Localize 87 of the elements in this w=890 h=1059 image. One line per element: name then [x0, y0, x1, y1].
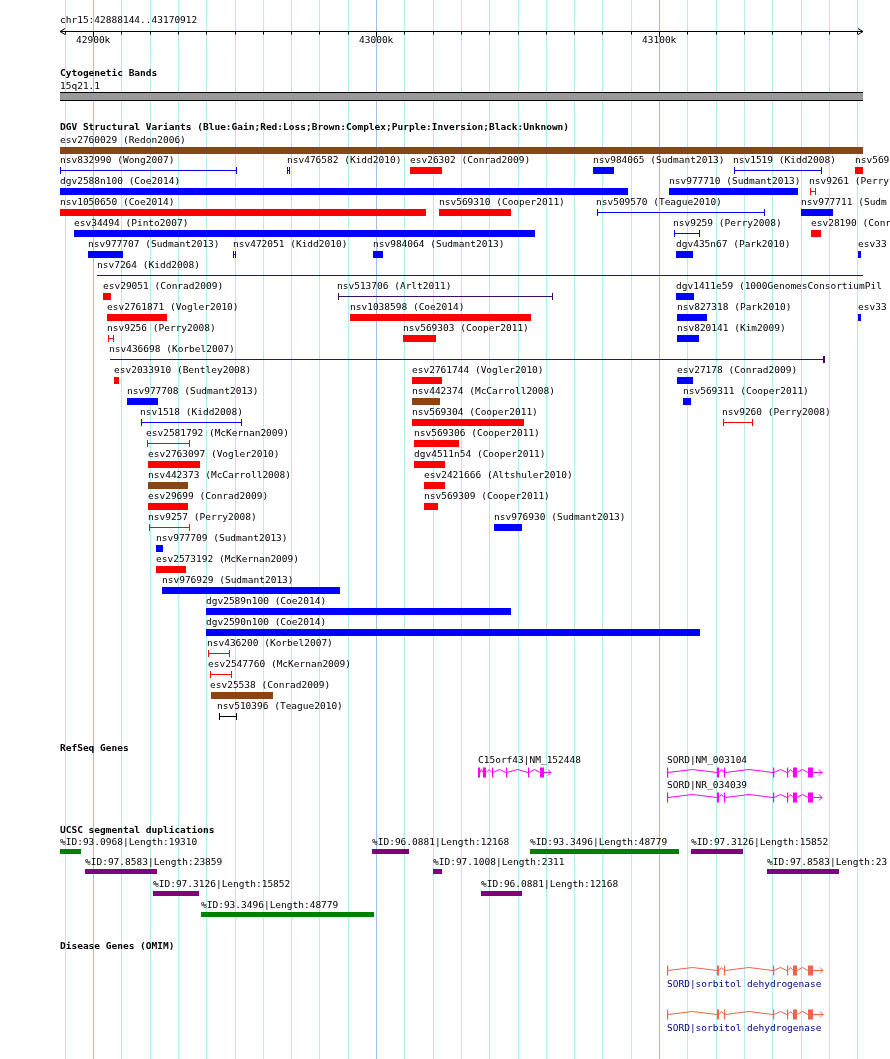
- gene-label: SORD|NM_003104: [667, 754, 748, 766]
- feature-label: nsv1038598 (Coe2014): [350, 301, 465, 313]
- feature-label: esv27178 (Conrad2009): [677, 364, 798, 376]
- feature-label: dgv2589n100 (Coe2014): [206, 595, 327, 607]
- feature-label: dgv4511n54 (Cooper2011): [414, 448, 546, 460]
- feature-label: esv2761744 (Vogler2010): [412, 364, 544, 376]
- feature-label: nsv436200 (Korbel2007): [207, 637, 333, 649]
- track-heading: UCSC segmental duplications: [60, 824, 215, 836]
- feature-label: esv2760029 (Redon2006): [60, 134, 186, 146]
- feature-label: nsv977707 (Sudmant2013): [88, 238, 220, 250]
- feature-label: nsv569309 (Cooper2011): [424, 490, 550, 502]
- feature-label: %ID:97.3126|Length:15852: [153, 878, 291, 890]
- feature-label: %ID:97.8583|Length:23859: [85, 856, 223, 868]
- feature-label: esv33: [858, 238, 887, 250]
- feature-label: nsv569304 (Cooper2011): [412, 406, 538, 418]
- gene-label: SORD|NR_034039: [667, 779, 748, 791]
- feature-label: nsv827318 (Park2010): [677, 301, 792, 313]
- feature-label: nsv513706 (Arlt2011): [337, 280, 452, 292]
- feature-label: nsv976930 (Sudmant2013): [494, 511, 626, 523]
- feature-label: nsv984064 (Sudmant2013): [373, 238, 505, 250]
- feature-label: nsv510396 (Teague2010): [217, 700, 343, 712]
- feature-label: nsv9260 (Perry2008): [722, 406, 831, 418]
- feature-label: esv2033910 (Bentley2008): [114, 364, 252, 376]
- feature-label: %ID:93.0968|Length:19310: [60, 836, 198, 848]
- feature-label: nsv9256 (Perry2008): [107, 322, 216, 334]
- feature-label: nsv569303 (Cooper2011): [403, 322, 529, 334]
- feature-label: dgv2590n100 (Coe2014): [206, 616, 327, 628]
- feature-label: nsv832990 (Wong2007): [60, 154, 175, 166]
- feature-label: esv29051 (Conrad2009): [103, 280, 224, 292]
- track-heading: Disease Genes (OMIM): [60, 940, 175, 952]
- feature-label: nsv9261 (Perry: [809, 175, 890, 187]
- feature-label: esv34494 (Pinto2007): [74, 217, 189, 229]
- band-label: 15q21.1: [60, 80, 101, 92]
- feature-label: %ID:93.3496|Length:48779: [530, 836, 668, 848]
- feature-label: esv2581792 (McKernan2009): [146, 427, 289, 439]
- feature-label: nsv569310 (Cooper2011): [439, 196, 565, 208]
- gene-label: SORD|sorbitol dehydrogenase: [667, 978, 822, 990]
- feature-label: esv33: [858, 301, 887, 313]
- feature-label: nsv1518 (Kidd2008): [140, 406, 243, 418]
- feature-label: nsv472051 (Kidd2010): [233, 238, 348, 250]
- feature-label: nsv569: [855, 154, 890, 166]
- feature-label: esv2761871 (Vogler2010): [107, 301, 239, 313]
- feature-label: nsv509570 (Teague2010): [596, 196, 722, 208]
- feature-label: nsv476582 (Kidd2010): [287, 154, 402, 166]
- feature-label: dgv435n67 (Park2010): [676, 238, 791, 250]
- feature-label: nsv820141 (Kim2009): [677, 322, 786, 334]
- feature-label: esv25538 (Conrad2009): [210, 679, 331, 691]
- feature-label: %ID:97.8583|Length:23: [767, 856, 888, 868]
- feature-label: nsv1050650 (Coe2014): [60, 196, 175, 208]
- feature-label: esv2547760 (McKernan2009): [208, 658, 351, 670]
- feature-label: esv26302 (Conrad2009): [410, 154, 531, 166]
- feature-label: nsv977708 (Sudmant2013): [127, 385, 259, 397]
- feature-label: nsv569311 (Cooper2011): [683, 385, 809, 397]
- feature-label: esv2763097 (Vogler2010): [148, 448, 280, 460]
- feature-label: nsv977710 (Sudmant2013): [669, 175, 801, 187]
- tick-label: 43100k: [642, 34, 677, 46]
- gene-label: C15orf43|NM_152448: [478, 754, 581, 766]
- feature-label: %ID:97.1008|Length:2311: [433, 856, 565, 868]
- feature-label: nsv9259 (Perry2008): [673, 217, 782, 229]
- feature-label: %ID:96.0881|Length:12168: [372, 836, 510, 848]
- feature-label: nsv442373 (McCarroll2008): [148, 469, 291, 481]
- track-heading: RefSeq Genes: [60, 742, 129, 754]
- feature-label: nsv9257 (Perry2008): [148, 511, 257, 523]
- track-heading: DGV Structural Variants (Blue:Gain;Red:Loss;Brown:Complex;Purple:Inversion;Black:Unknown): [60, 121, 570, 133]
- feature-label: %ID:93.3496|Length:48779: [201, 899, 339, 911]
- feature-label: dgv1411e59 (1000GenomesConsortiumPil: [676, 280, 882, 292]
- feature-label: esv28190 (Conr: [811, 217, 890, 229]
- feature-label: nsv977711 (Sudm: [801, 196, 887, 208]
- feature-label: esv2421666 (Altshuler2010): [424, 469, 573, 481]
- track-heading: Cytogenetic Bands: [60, 67, 158, 79]
- feature-label: dgv2588n100 (Coe2014): [60, 175, 181, 187]
- feature-label: esv2573192 (McKernan2009): [156, 553, 299, 565]
- tick-label: 43000k: [359, 34, 394, 46]
- feature-label: nsv7264 (Kidd2008): [97, 259, 200, 271]
- tick-label: 42900k: [76, 34, 111, 46]
- feature-label: nsv984065 (Sudmant2013): [593, 154, 725, 166]
- feature-label: nsv442374 (McCarroll2008): [412, 385, 555, 397]
- feature-label: nsv569306 (Cooper2011): [414, 427, 540, 439]
- feature-label: %ID:96.0881|Length:12168: [481, 878, 619, 890]
- feature-label: esv29699 (Conrad2009): [148, 490, 269, 502]
- feature-label: %ID:97.3126|Length:15852: [691, 836, 829, 848]
- feature-label: nsv1519 (Kidd2008): [733, 154, 836, 166]
- feature-label: nsv977709 (Sudmant2013): [156, 532, 288, 544]
- gene-label: SORD|sorbitol dehydrogenase: [667, 1022, 822, 1034]
- coordinate-label: chr15:42888144..43170912: [60, 14, 198, 26]
- feature-label: nsv436698 (Korbel2007): [109, 343, 235, 355]
- feature-label: nsv976929 (Sudmant2013): [162, 574, 294, 586]
